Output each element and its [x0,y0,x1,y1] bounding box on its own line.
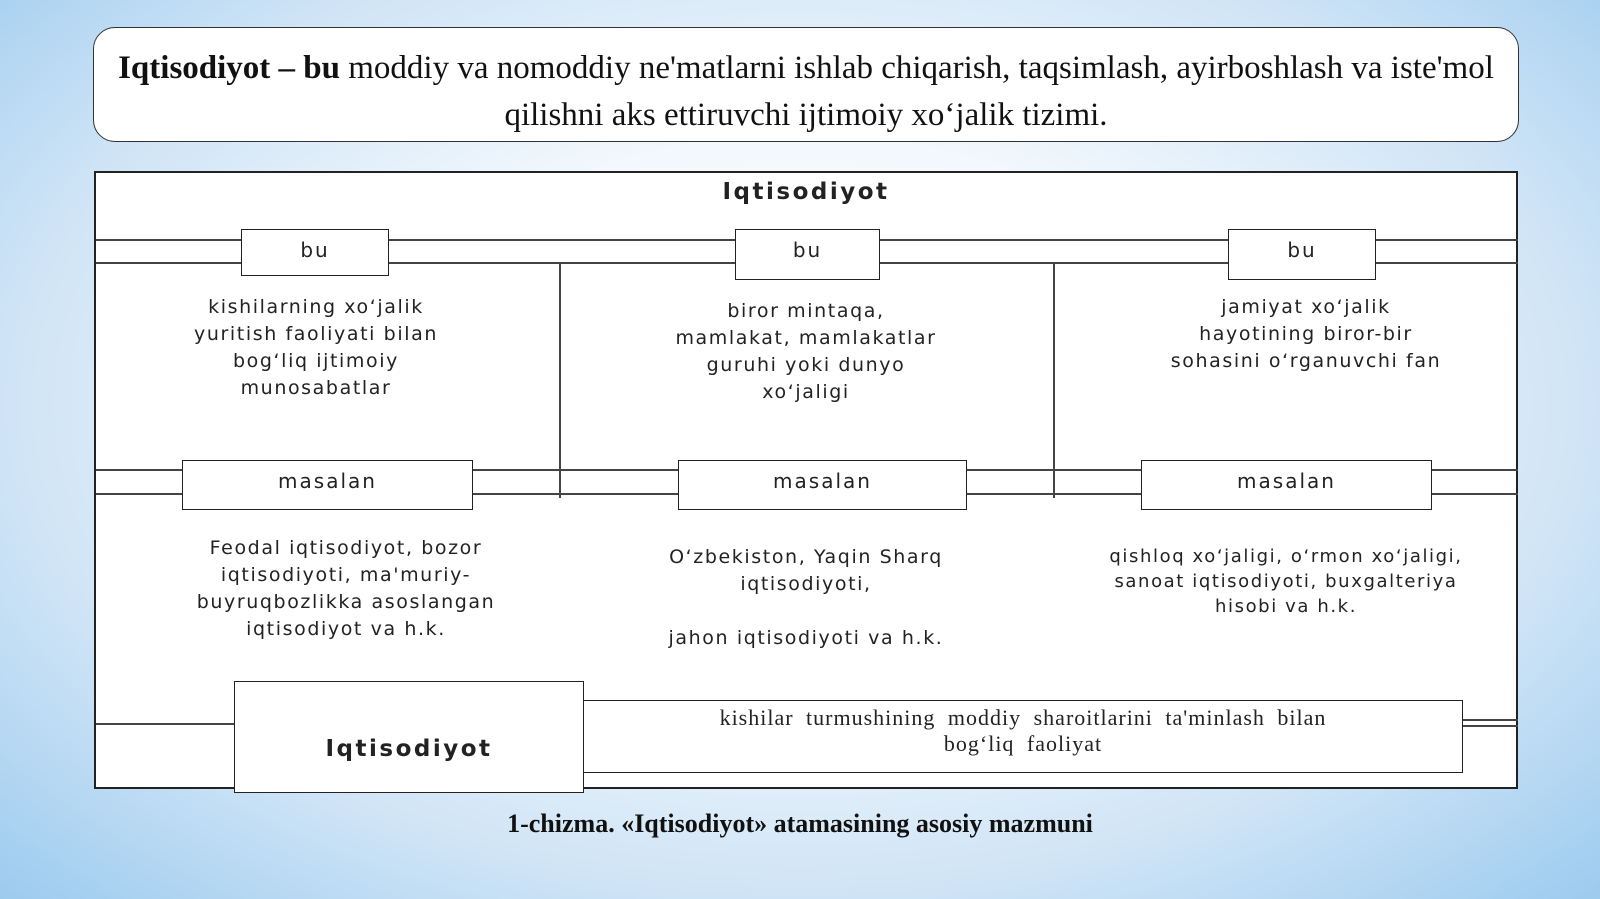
examples-text-2: Oʻzbekiston, Yaqin Sharq iqtisodiyoti, j… [668,546,944,649]
definition-term: Iqtisodiyot – bu [118,50,341,86]
bu-box-1: bu [241,229,389,276]
bu-box-2: bu [735,229,880,280]
meaning-text-2: biror mintaqa, mamlakat, mamlakatlar gur… [675,300,937,403]
definition-text: moddiy va nomoddiy ne'matlarni ishlab ch… [340,50,1494,133]
column-divider-1 [559,262,561,498]
bottom-rail-right-lower [1461,725,1518,727]
figure-caption: 1-chizma. «Iqtisodiyot» atamasining asos… [507,809,1093,838]
meaning-text-1: kishilarning xoʻjalik yuritish faoliyati… [194,296,438,399]
bottom-rail-left [96,723,236,725]
examples-text-1: Feodal iqtisodiyot, bozor iqtisodiyoti, … [196,537,496,640]
concept-diagram: Iqtisodiyot bu kishilarning xoʻjalik yur… [94,171,1518,793]
diagram-title: Iqtisodiyot [722,179,890,205]
masalan-box-2: masalan [678,460,967,510]
masalan-box-1: masalan [182,460,473,510]
bu-box-3: bu [1228,229,1376,280]
definition-box: Iqtisodiyot – bu moddiy va nomoddiy ne'm… [93,27,1519,142]
column-divider-2 [1053,262,1055,498]
bottom-rail-right-upper [1461,719,1518,721]
masalan-box-3: masalan [1141,460,1432,510]
bottom-term-box: Iqtisodiyot [234,681,584,793]
meaning-text-3: jamiyat xoʻjalik hayotining biror-bir so… [1170,296,1442,372]
examples-text-3: qishloq xoʻjaligi, oʻrmon xoʻjaligi, san… [1109,546,1463,617]
bottom-definition-box: kishilar turmushining moddiy sharoitlari… [583,700,1463,773]
